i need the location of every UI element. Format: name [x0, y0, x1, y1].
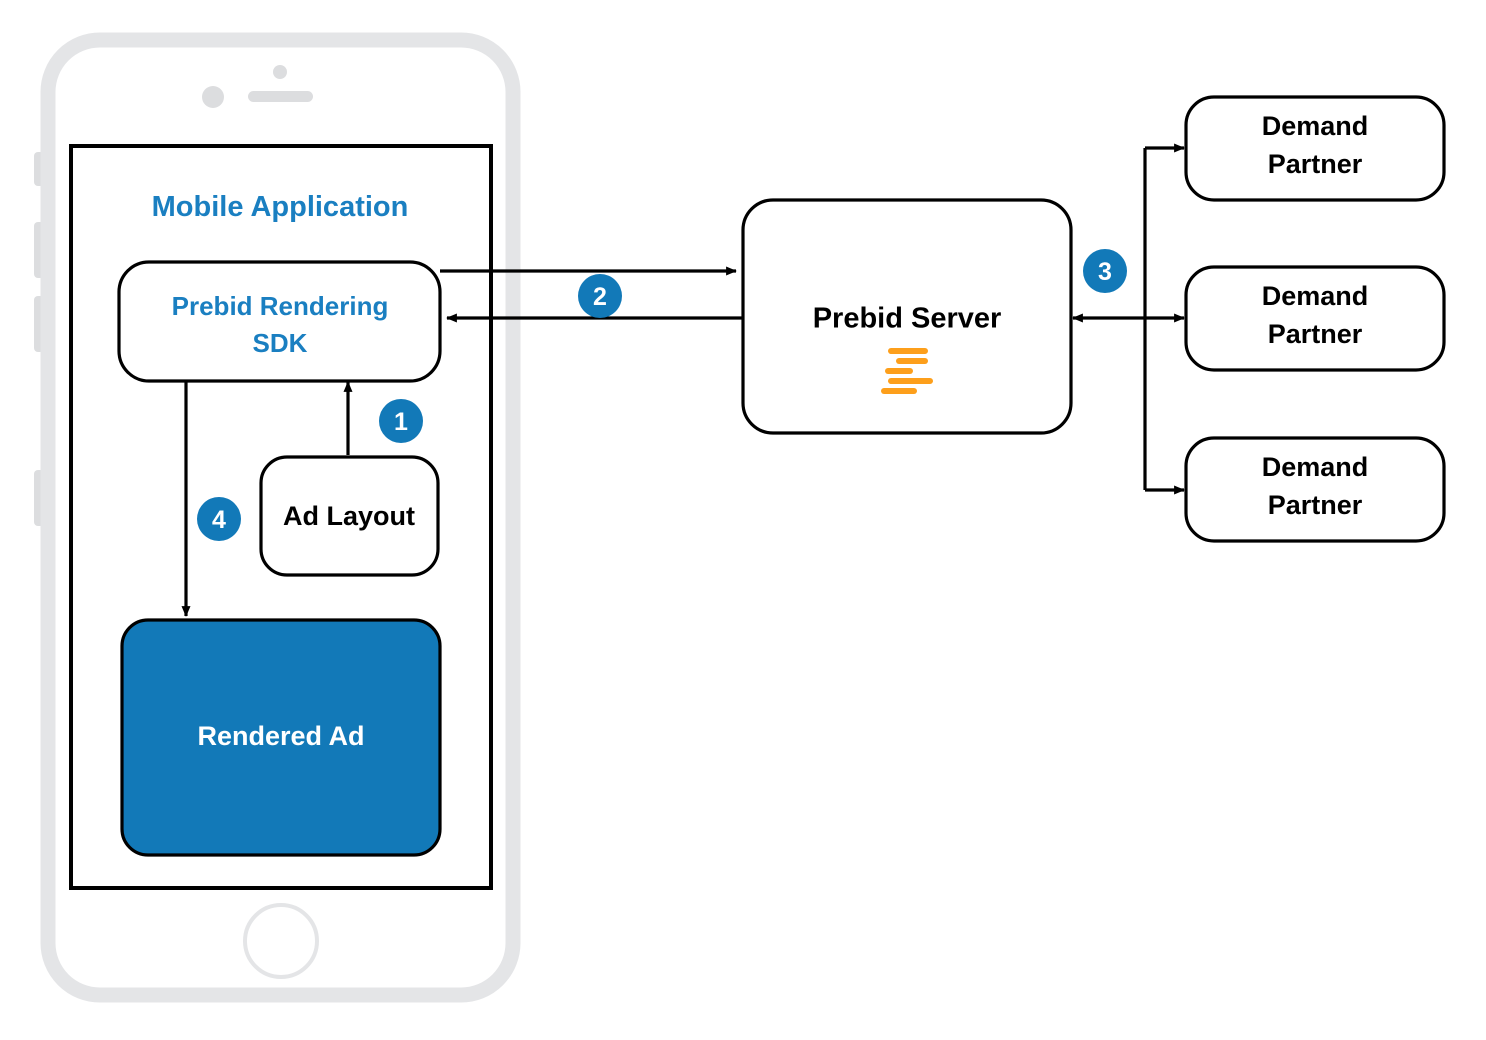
step-badge-2-number: 2	[593, 283, 607, 311]
node-demand-partner-3-label-line1: Demand	[1262, 452, 1369, 482]
node-rendered-ad[interactable]: Rendered Ad	[120, 618, 442, 857]
node-prebid-server-label: Prebid Server	[813, 303, 1002, 335]
prebid-logo-icon	[881, 348, 933, 394]
node-demand-partner-1-shape[interactable]	[1184, 95, 1446, 202]
node-demand-partner-2-label-line1: Demand	[1262, 281, 1369, 311]
phone-sensor-icon	[202, 86, 224, 108]
step-badge-4-circle	[197, 497, 241, 541]
node-ad-layout-label: Ad Layout	[283, 501, 415, 531]
step-badge-2-circle	[578, 274, 622, 318]
step-badge-1: 1	[379, 399, 423, 443]
phone-front-camera-icon	[273, 65, 287, 79]
phone-home-button[interactable]	[243, 903, 319, 979]
step-badge-3: 3	[1083, 249, 1127, 293]
phone-earpiece-speaker	[248, 91, 313, 102]
node-prebid-rendering-sdk-label-line1: Prebid Rendering	[172, 291, 389, 321]
node-demand-partner-2-shape[interactable]	[1184, 265, 1446, 372]
step-badge-3-number: 3	[1098, 258, 1112, 286]
node-demand-partner-2-label-line2: Partner	[1268, 319, 1363, 349]
node-prebid-server-shape[interactable]	[741, 198, 1073, 435]
step-badge-1-number: 1	[394, 408, 408, 436]
node-prebid-rendering-sdk-label-line2: SDK	[253, 328, 308, 358]
node-ad-layout[interactable]: Ad Layout	[259, 455, 440, 577]
node-prebid-server[interactable]: Prebid Server	[741, 198, 1073, 435]
step-badge-2: 2	[578, 274, 622, 318]
node-demand-partner-1[interactable]: Demand Partner	[1184, 95, 1446, 202]
node-prebid-rendering-sdk[interactable]: Prebid Rendering SDK	[117, 260, 442, 383]
node-demand-partner-3-label-line2: Partner	[1268, 490, 1363, 520]
node-demand-partner-1-label-line2: Partner	[1268, 149, 1363, 179]
node-demand-partner-3-shape[interactable]	[1184, 436, 1446, 543]
node-prebid-rendering-sdk-shape[interactable]	[117, 260, 442, 383]
node-ad-layout-shape[interactable]	[259, 455, 440, 577]
mobile-application-title: Mobile Application	[152, 191, 409, 223]
node-demand-partner-1-label-line1: Demand	[1262, 111, 1369, 141]
step-badge-3-circle	[1083, 249, 1127, 293]
step-badge-1-circle	[379, 399, 423, 443]
node-rendered-ad-label: Rendered Ad	[197, 721, 364, 751]
node-demand-partner-3[interactable]: Demand Partner	[1184, 436, 1446, 543]
step-badge-4-number: 4	[212, 506, 226, 534]
node-demand-partner-2[interactable]: Demand Partner	[1184, 265, 1446, 372]
node-rendered-ad-shape[interactable]	[120, 618, 442, 857]
step-badge-4: 4	[197, 497, 241, 541]
